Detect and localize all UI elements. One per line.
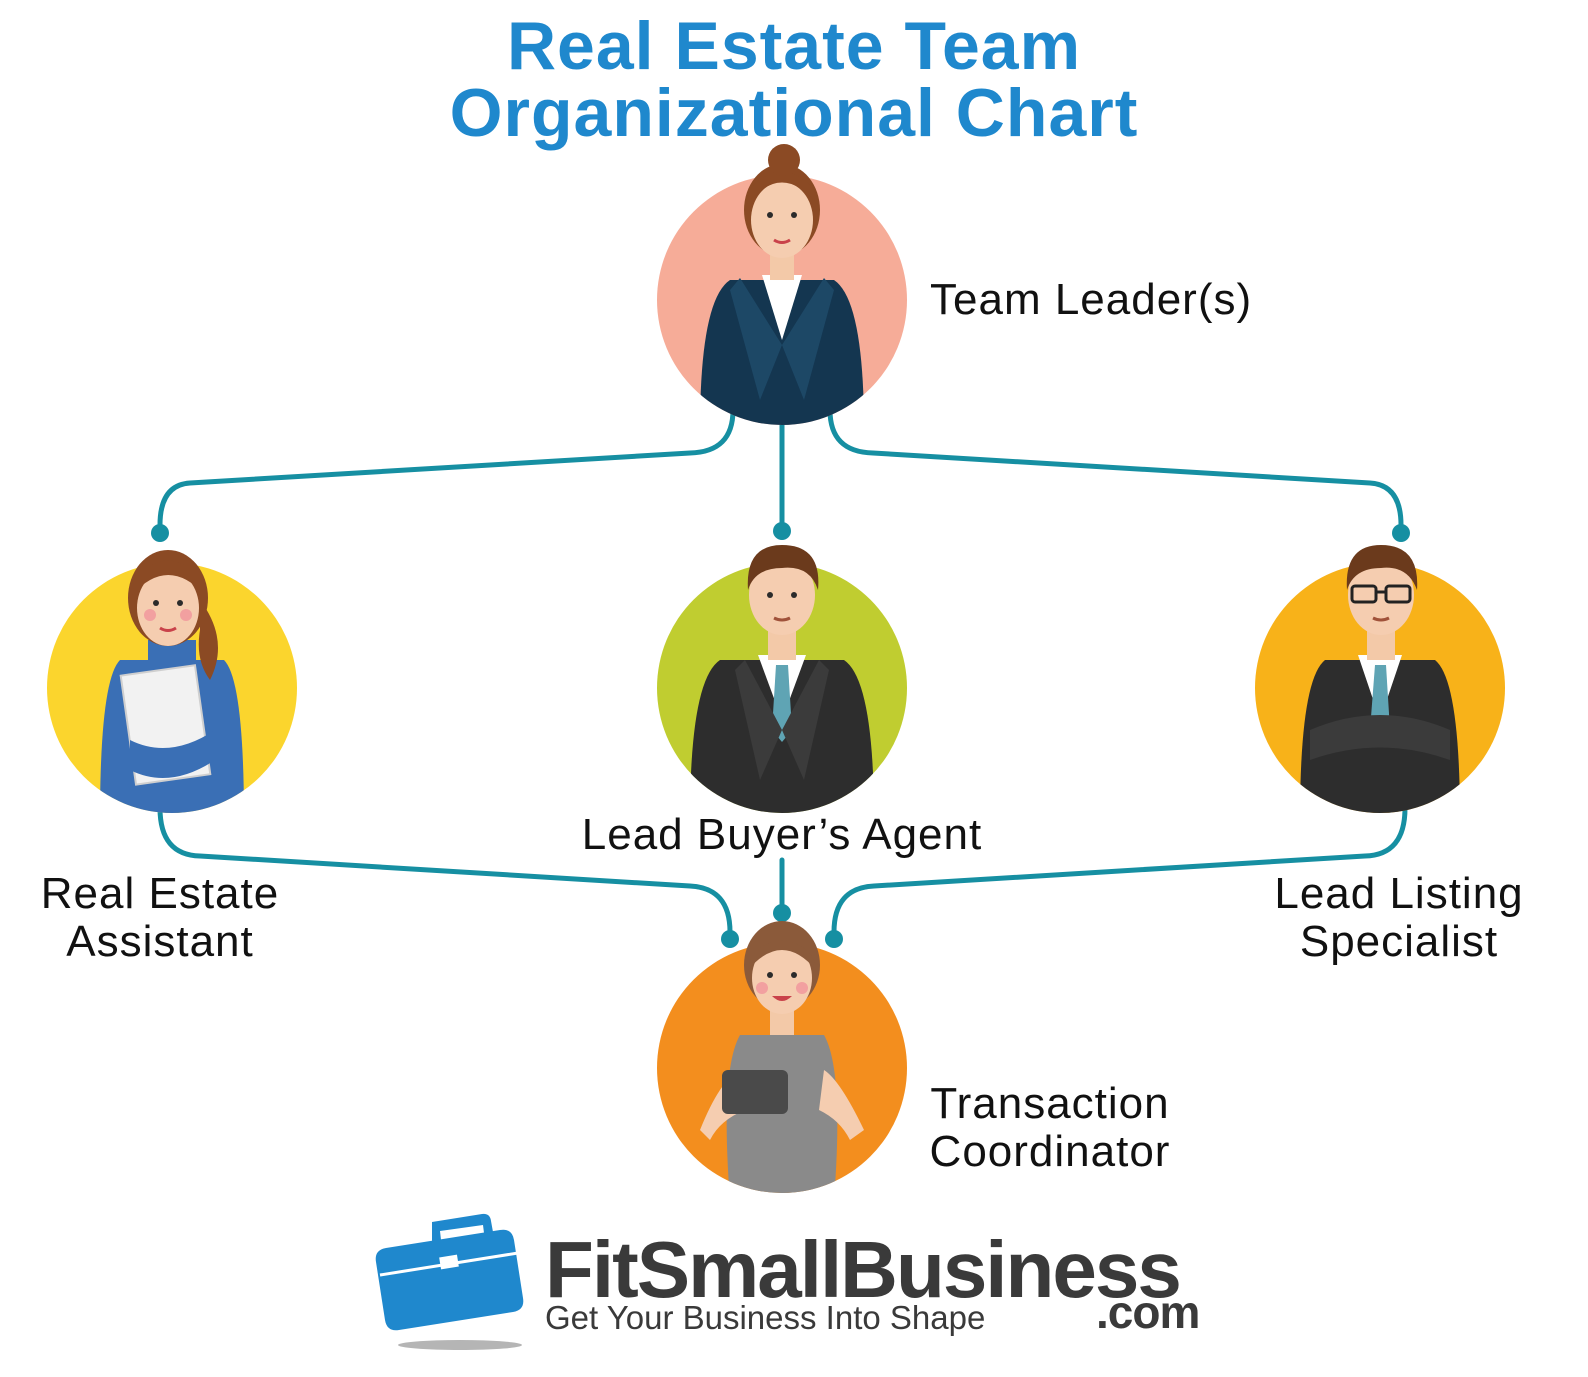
lead-listing-specialist-label-line2: Specialist bbox=[1299, 917, 1499, 966]
chart-title-line2: Organizational Chart bbox=[449, 75, 1139, 151]
real-estate-assistant-avatar bbox=[47, 550, 297, 813]
team-leader-label: Team Leader(s) bbox=[930, 275, 1253, 324]
lead-buyers-agent-avatar bbox=[657, 545, 907, 813]
brand-tagline: Get Your Business Into Shape bbox=[545, 1299, 986, 1336]
brand-name: FitSmallBusiness bbox=[545, 1225, 1182, 1314]
connector-leader-listing bbox=[827, 407, 1404, 528]
real-estate-assistant-label-line2: Assistant bbox=[66, 917, 254, 966]
lead-listing-specialist-label: Lead Listing Specialist bbox=[1240, 870, 1558, 966]
real-estate-assistant-label: Real Estate Assistant bbox=[0, 870, 320, 966]
connector-dots bbox=[151, 522, 1410, 948]
transaction-coordinator-avatar bbox=[657, 921, 907, 1193]
connector-assistant-coordinator bbox=[157, 805, 733, 935]
brand-domain: .com bbox=[1096, 1286, 1200, 1338]
chart-title-line1: Real Estate Team bbox=[506, 8, 1082, 84]
briefcase-icon bbox=[375, 1213, 524, 1350]
connector-lines bbox=[157, 407, 1408, 935]
lead-listing-specialist-avatar bbox=[1255, 545, 1505, 813]
connector-leader-assistant bbox=[157, 407, 736, 528]
team-leader-avatar bbox=[657, 144, 907, 425]
lead-buyers-agent-label: Lead Buyer’s Agent bbox=[581, 810, 983, 859]
transaction-coordinator-label-line1: Transaction bbox=[930, 1079, 1170, 1128]
transaction-coordinator-label-line2: Coordinator bbox=[929, 1127, 1171, 1176]
connector-listing-coordinator bbox=[831, 805, 1408, 935]
lead-listing-specialist-label-line1: Lead Listing bbox=[1274, 869, 1524, 918]
real-estate-assistant-label-line1: Real Estate bbox=[40, 869, 280, 918]
transaction-coordinator-label: Transaction Coordinator bbox=[900, 1080, 1200, 1176]
